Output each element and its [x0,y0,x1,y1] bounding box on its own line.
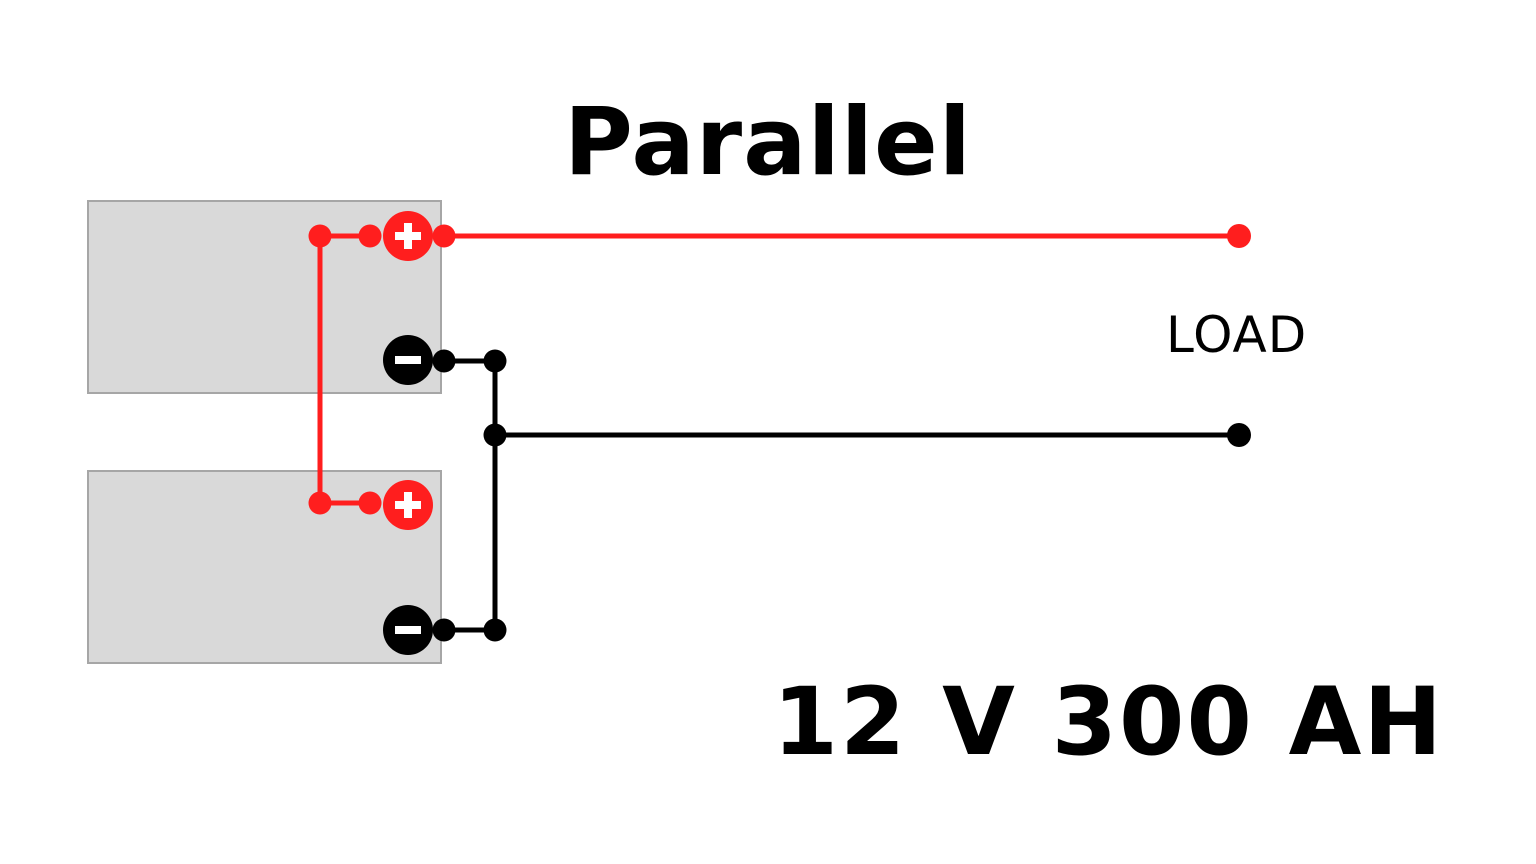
negative-terminal-bottom [383,605,433,655]
junction-dot [483,423,507,447]
diagram-title: Parallel [563,88,972,197]
positive-junctions [308,224,1251,515]
positive-terminal-bottom [383,480,433,530]
positive-terminal-top [383,211,433,261]
battery-bottom [87,470,442,664]
battery-spec-label: 12 V 300 AH [772,668,1444,777]
load-label: LOAD [1166,306,1308,364]
junction-dot [432,618,456,642]
plus-icon-bar-v [404,223,412,249]
junction-dot [483,349,507,373]
junction-dot [308,491,332,515]
plus-icon-bar-v [404,492,412,518]
junction-dot [432,349,456,373]
positive-wiring [317,233,1239,506]
minus-icon-bar [395,356,421,364]
battery-top [87,200,442,394]
minus-icon-bar [395,626,421,634]
junction-dot [358,224,382,248]
junction-dot [358,491,382,515]
negative-wiring [444,358,1239,633]
load-terminal-negative [1227,423,1251,447]
negative-terminal-top [383,335,433,385]
junction-dot [432,224,456,248]
negative-junctions [432,349,1251,642]
load-terminal-positive [1227,224,1251,248]
junction-dot [483,618,507,642]
junction-dot [308,224,332,248]
